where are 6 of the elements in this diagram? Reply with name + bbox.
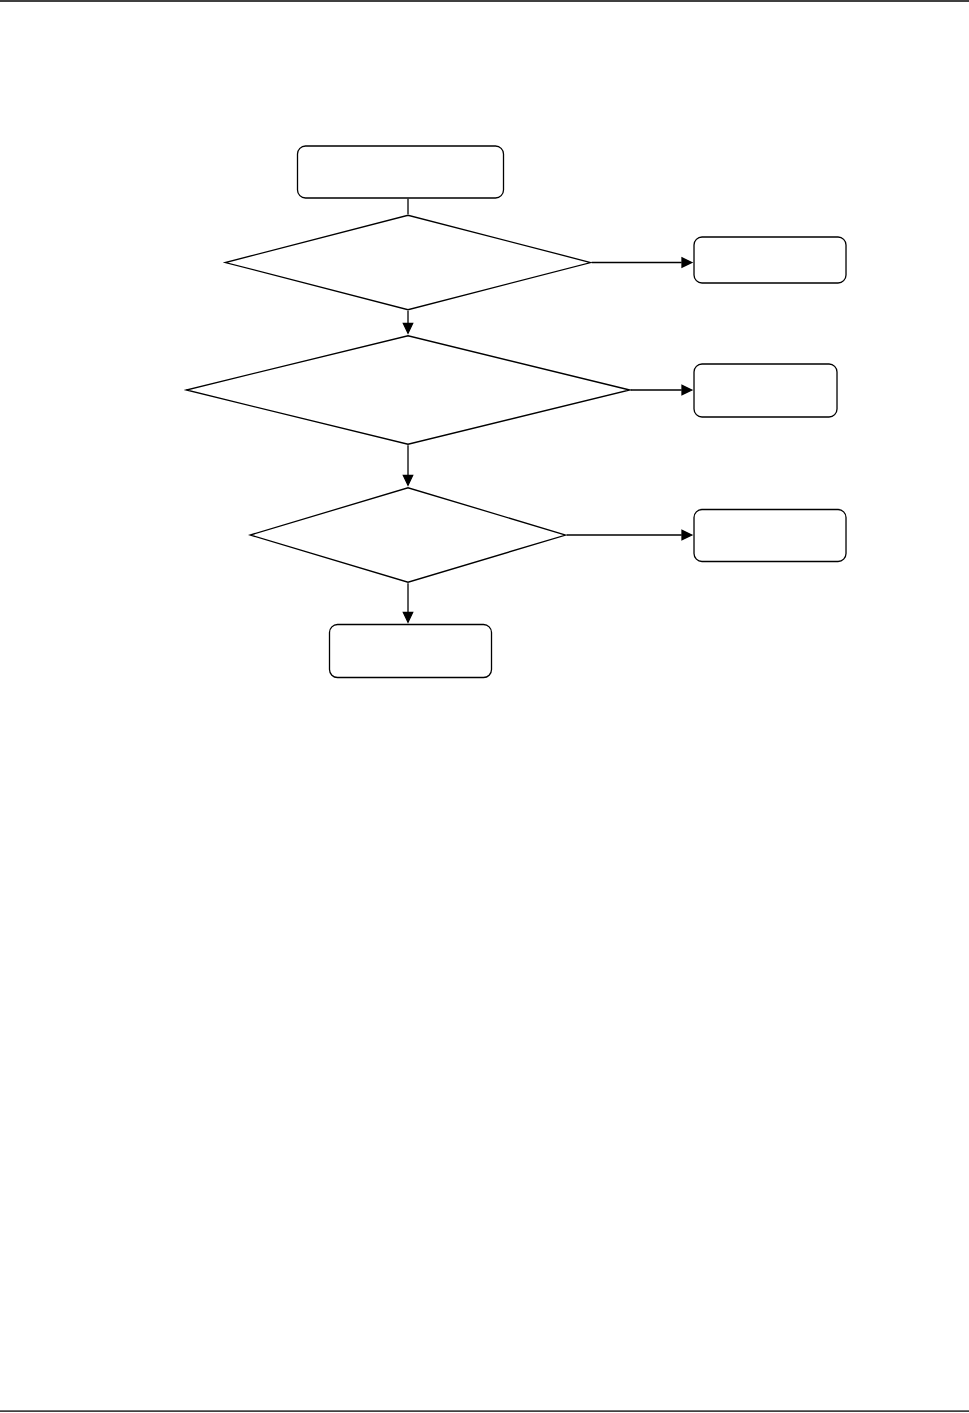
rounded-box (693, 508, 847, 563)
rounded-box (693, 236, 847, 284)
rounded-box (693, 363, 838, 418)
rounded-box (328, 623, 493, 679)
rounded-box (296, 145, 505, 199)
connector-line (407, 198, 409, 215)
